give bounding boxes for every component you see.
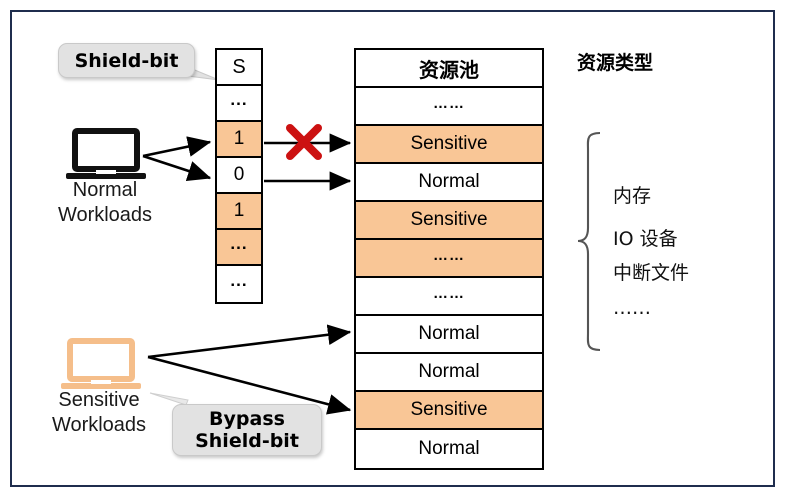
resource-pool-row: Normal <box>356 316 542 354</box>
resource-type-item: IO 设备 <box>613 228 678 250</box>
resource-type-item: …… <box>613 297 651 319</box>
sensitive-workloads-label: Sensitive Workloads <box>51 389 147 436</box>
resource-pool-row: Normal <box>356 430 542 468</box>
shield-bit-cell: ... <box>217 86 261 122</box>
resource-pool-row: Sensitive <box>356 126 542 164</box>
resource-pool-table: 资源池 …… Sensitive Normal Sensitive …… …… … <box>354 48 544 470</box>
resource-pool-row: Sensitive <box>356 392 542 430</box>
resource-pool-header: 资源池 <box>356 50 542 88</box>
shield-bit-callout: Shield-bit <box>58 43 195 78</box>
resource-pool-row: Normal <box>356 164 542 202</box>
resource-type-item: 内存 <box>613 185 652 207</box>
resource-pool-row: …… <box>356 278 542 316</box>
shield-bit-cell: ... <box>217 266 261 302</box>
resource-pool-row: Sensitive <box>356 202 542 240</box>
shield-bit-cell: 0 <box>217 158 261 194</box>
bypass-shield-bit-callout: Bypass Shield-bit <box>172 404 322 456</box>
shield-bit-cell: ... <box>217 230 261 266</box>
resource-type-item: 中断文件 <box>613 262 690 284</box>
resource-types-title: 资源类型 <box>577 52 654 74</box>
shield-bit-header: S <box>217 50 261 86</box>
resource-pool-row: Normal <box>356 354 542 392</box>
shield-bit-cell: 1 <box>217 194 261 230</box>
resource-pool-row: …… <box>356 240 542 278</box>
resource-pool-row: …… <box>356 88 542 126</box>
shield-bit-cell: 1 <box>217 122 261 158</box>
shield-bit-table: S ... 1 0 1 ... ... <box>215 48 263 304</box>
normal-workloads-label: Normal Workloads <box>57 179 153 226</box>
